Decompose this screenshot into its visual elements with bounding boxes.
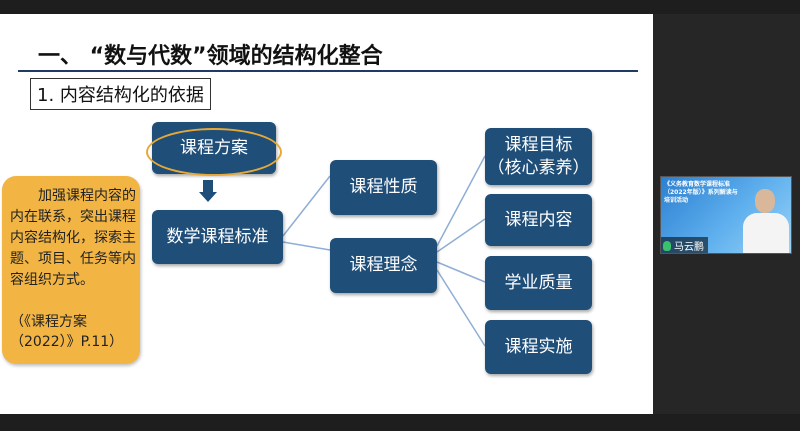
diagram-connectors xyxy=(282,155,486,347)
shared-slide: 一、 “数与代数”领域的结构化整合 1. 内容结构化的依据 课程方案 数学课程标… xyxy=(0,14,653,414)
microphone-icon xyxy=(663,240,671,251)
node-quality: 学业质量 xyxy=(485,256,592,310)
node-quality-label: 学业质量 xyxy=(504,272,573,293)
down-arrow-icon xyxy=(199,192,217,202)
connector-philosophy-implementation xyxy=(436,269,486,347)
node-philosophy: 课程理念 xyxy=(330,238,437,293)
presenter-name-tag: 马云鹏 xyxy=(661,237,708,253)
node-curriculum-plan-label: 课程方案 xyxy=(180,137,248,158)
top-bar xyxy=(0,0,800,14)
node-implementation: 课程实施 xyxy=(485,320,592,374)
node-curriculum-plan: 课程方案 xyxy=(152,122,276,174)
callout-text: 加强课程内容的内在联系，突出课程内容结构化，探索主题、项目、任务等内容组织方式。 xyxy=(10,188,136,288)
connector-standard-philosophy xyxy=(282,241,331,251)
node-implementation-label: 课程实施 xyxy=(504,336,573,357)
node-math-standard-label: 数学课程标准 xyxy=(166,226,269,247)
down-arrow-stem xyxy=(203,180,213,192)
presenter-avatar xyxy=(741,185,789,253)
bottom-bar xyxy=(0,414,800,431)
section-label: 1. 内容结构化的依据 xyxy=(30,78,211,110)
presenter-body xyxy=(743,213,789,253)
node-math-standard: 数学课程标准 xyxy=(152,210,283,264)
connector-philosophy-content xyxy=(436,218,486,253)
node-nature-label: 课程性质 xyxy=(349,177,418,198)
callout-note: 加强课程内容的内在联系，突出课程内容结构化，探索主题、项目、任务等内容组织方式。… xyxy=(2,176,140,364)
connector-philosophy-quality xyxy=(436,261,486,283)
node-goals-line1: 课程目标 xyxy=(504,134,573,155)
node-content: 课程内容 xyxy=(485,194,592,246)
node-content-label: 课程内容 xyxy=(504,209,573,230)
presenter-head xyxy=(755,189,775,213)
node-nature: 课程性质 xyxy=(330,160,437,215)
node-philosophy-label: 课程理念 xyxy=(349,255,418,276)
presenter-video-tile[interactable]: 《义务教育数学课程标准（2022年版）》系列解读与培训活动 马云鹏 xyxy=(660,176,792,254)
presenter-name: 马云鹏 xyxy=(674,242,704,253)
connector-standard-nature xyxy=(282,175,331,237)
node-goals: 课程目标 （核心素养） xyxy=(485,128,592,185)
node-goals-line2: （核心素养） xyxy=(487,157,590,178)
callout-reference: （《课程方案（2022）》P.11） xyxy=(10,314,124,350)
title-divider xyxy=(18,70,638,72)
video-caption: 《义务教育数学课程标准（2022年版）》系列解读与培训活动 xyxy=(664,181,738,204)
slide-title: 一、 “数与代数”领域的结构化整合 xyxy=(38,44,383,69)
connector-philosophy-goals xyxy=(436,155,486,247)
